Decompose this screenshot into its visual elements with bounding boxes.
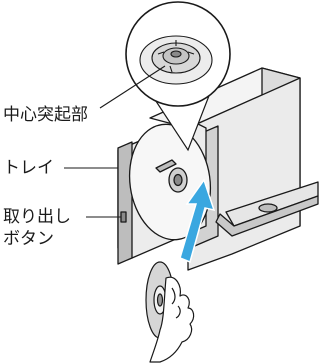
- hand-holding-disc: [145, 261, 195, 363]
- tray: [117, 119, 212, 265]
- drive-stand: [215, 181, 319, 237]
- label-center-protrusion: 中心突起部: [3, 105, 88, 125]
- label-tray: トレイ: [3, 158, 54, 178]
- magnified-hub-callout: [125, 1, 231, 152]
- center-protrusion-closeup: [139, 35, 213, 85]
- label-eject-button: 取り出し ボタン: [3, 206, 71, 250]
- label-eject-button-line1: 取り出し: [3, 207, 71, 227]
- label-eject-button-line2: ボタン: [3, 229, 54, 249]
- leader-lines: [64, 65, 166, 218]
- leader-center-protrusion: [99, 65, 166, 109]
- insert-arrow: [179, 178, 216, 264]
